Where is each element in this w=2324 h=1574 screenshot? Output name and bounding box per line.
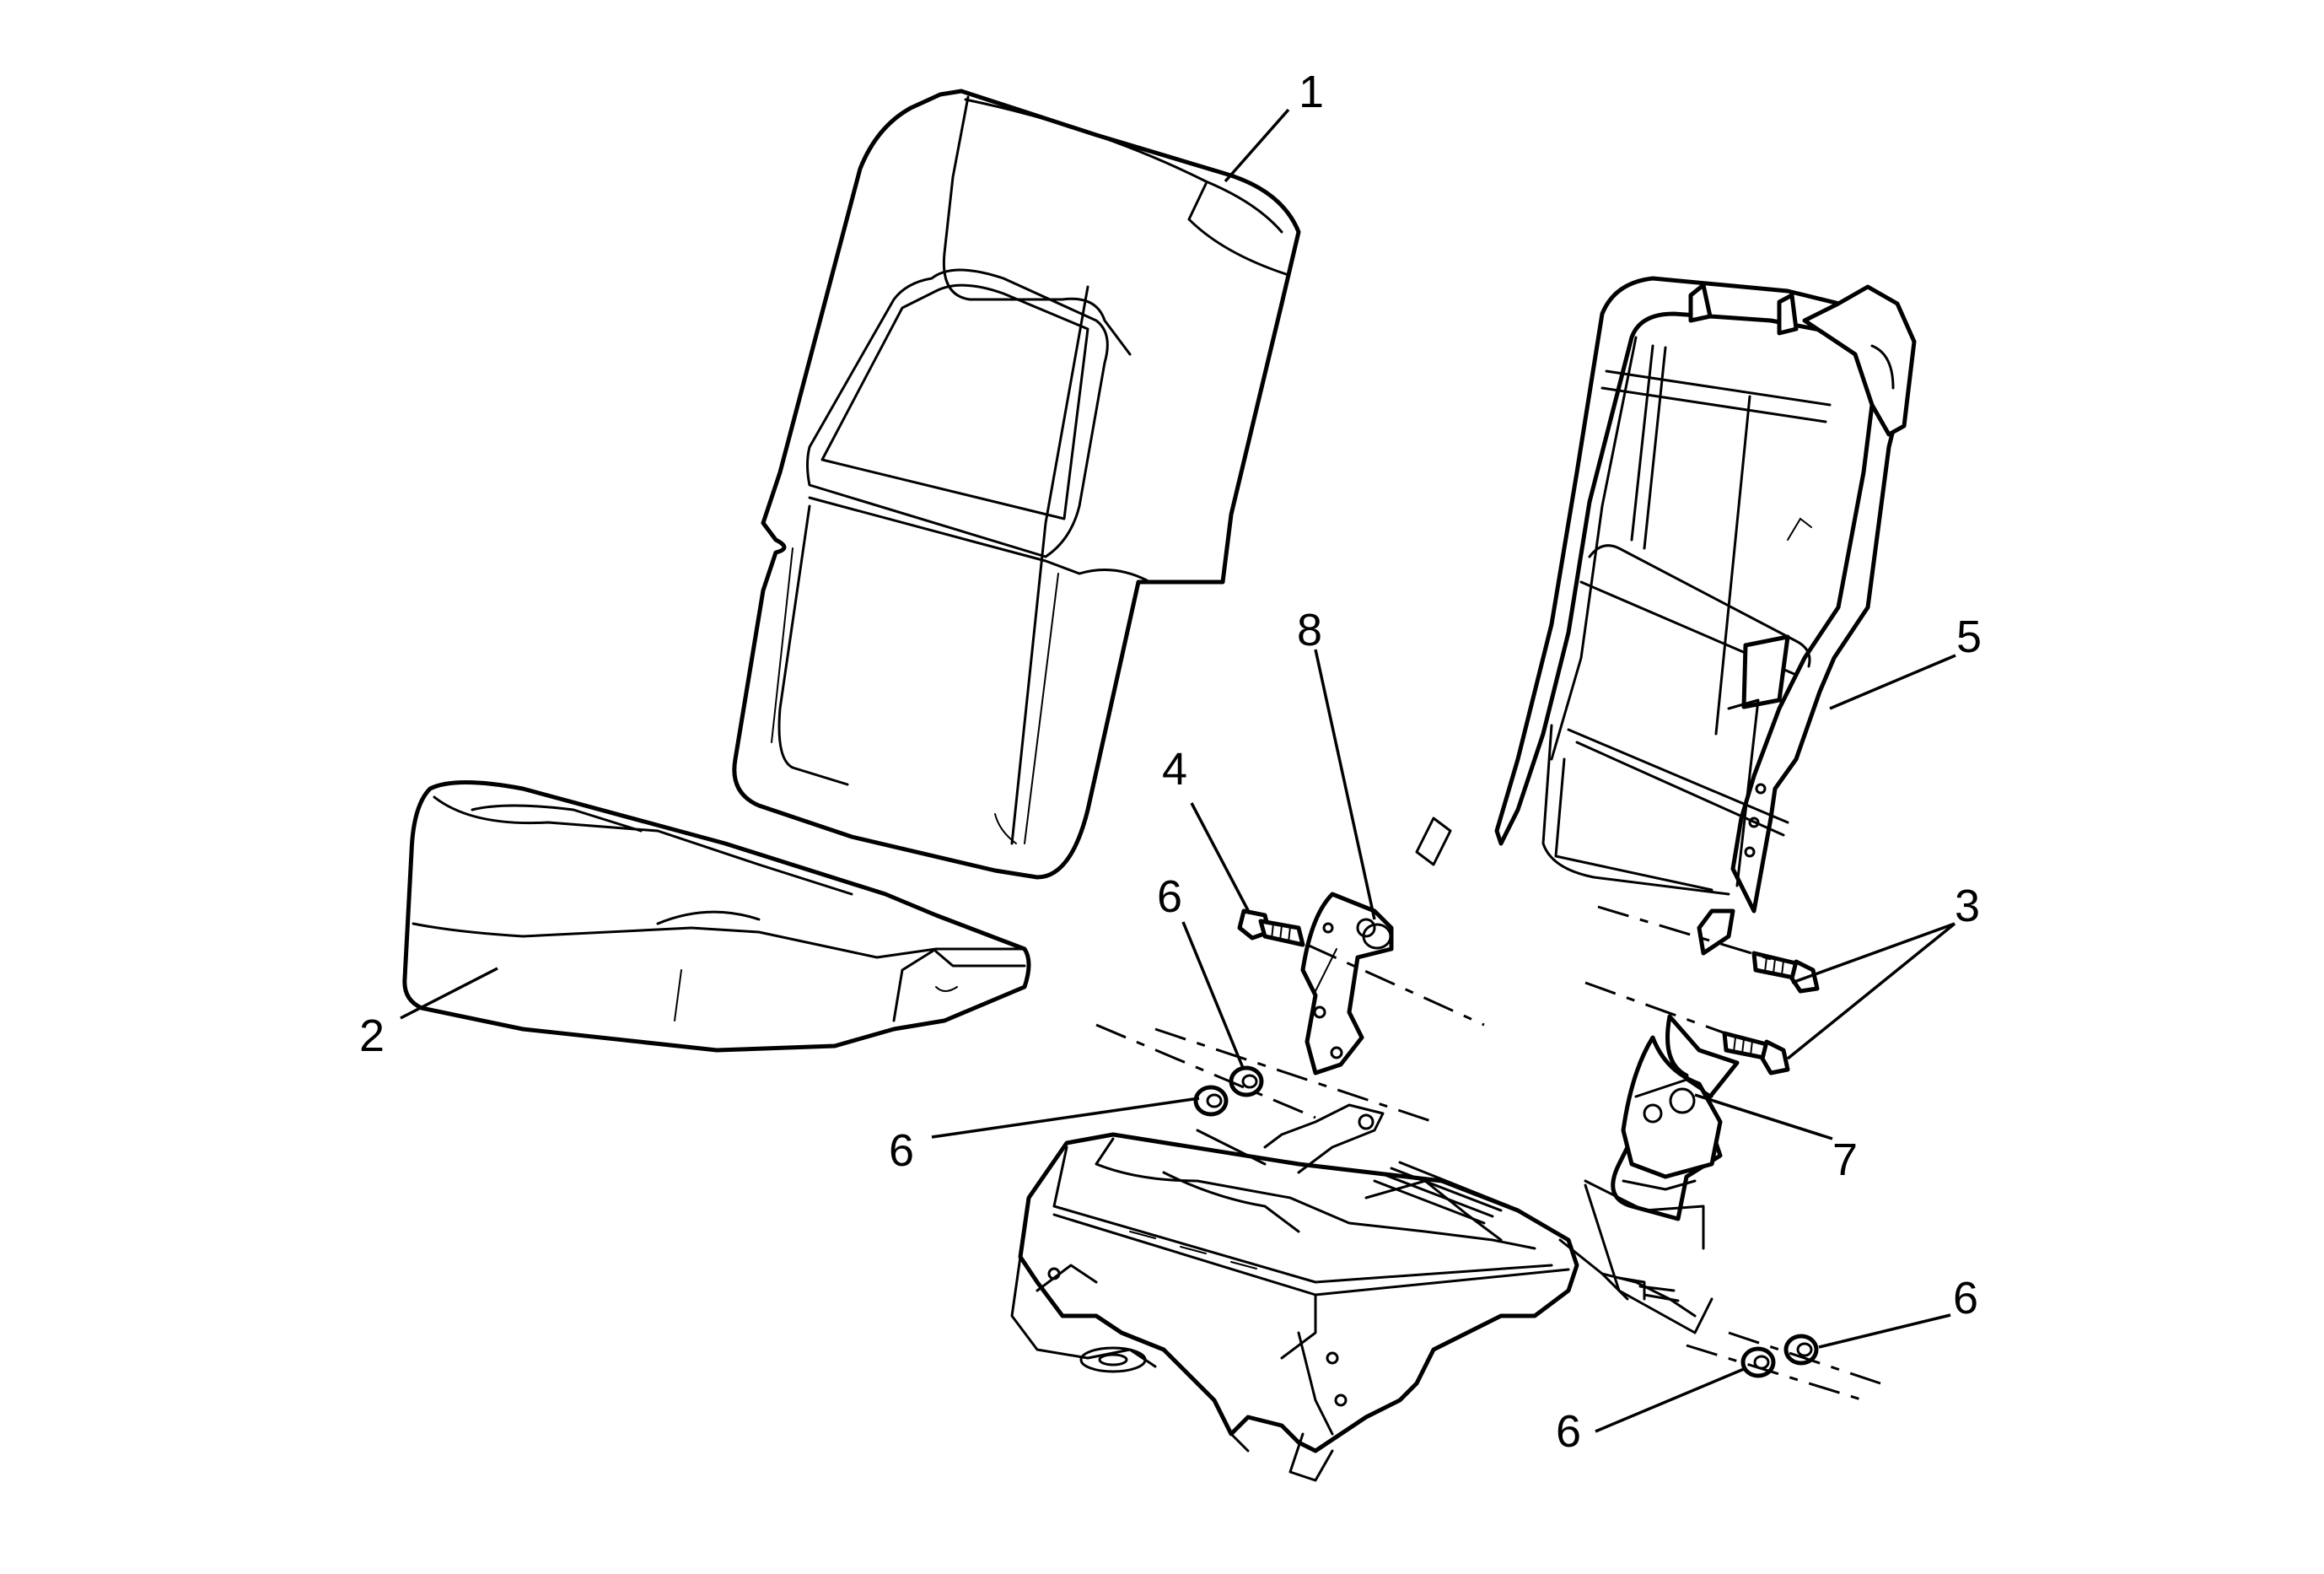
bolt-3-upper	[1751, 951, 1820, 994]
callout-6a: 6	[1157, 871, 1182, 922]
callout-2: 2	[359, 1011, 385, 1061]
callout-3: 3	[1955, 881, 1980, 931]
callout-6b: 6	[889, 1125, 914, 1176]
callout-1: 1	[1299, 67, 1324, 117]
recliner-bracket	[1584, 908, 1740, 1334]
nut-6-a	[1229, 1065, 1264, 1097]
latch-bracket	[1300, 892, 1394, 1075]
callout-6d: 6	[1556, 1406, 1581, 1457]
callout-numbers: 1 2 3 4 5 6 6 6 6 7 8	[359, 67, 1982, 1457]
callout-7: 7	[1832, 1135, 1858, 1185]
seat-cushion	[402, 780, 1031, 1053]
seat-back-frame	[1415, 276, 1917, 914]
leader-lines	[400, 108, 1956, 1433]
callout-6c: 6	[1953, 1273, 1978, 1323]
callout-5: 5	[1956, 612, 1982, 662]
nut-6-b	[1193, 1085, 1229, 1117]
callout-8: 8	[1297, 605, 1322, 655]
bolt-4	[1237, 908, 1305, 947]
bolt-3-lower	[1722, 1031, 1790, 1075]
seat-back-cushion	[732, 89, 1301, 880]
seat-base-frame	[1010, 1103, 1697, 1482]
nut-6-c	[1783, 1334, 1819, 1366]
assembly-centerlines	[1095, 905, 1881, 1402]
callout-4: 4	[1162, 744, 1187, 795]
